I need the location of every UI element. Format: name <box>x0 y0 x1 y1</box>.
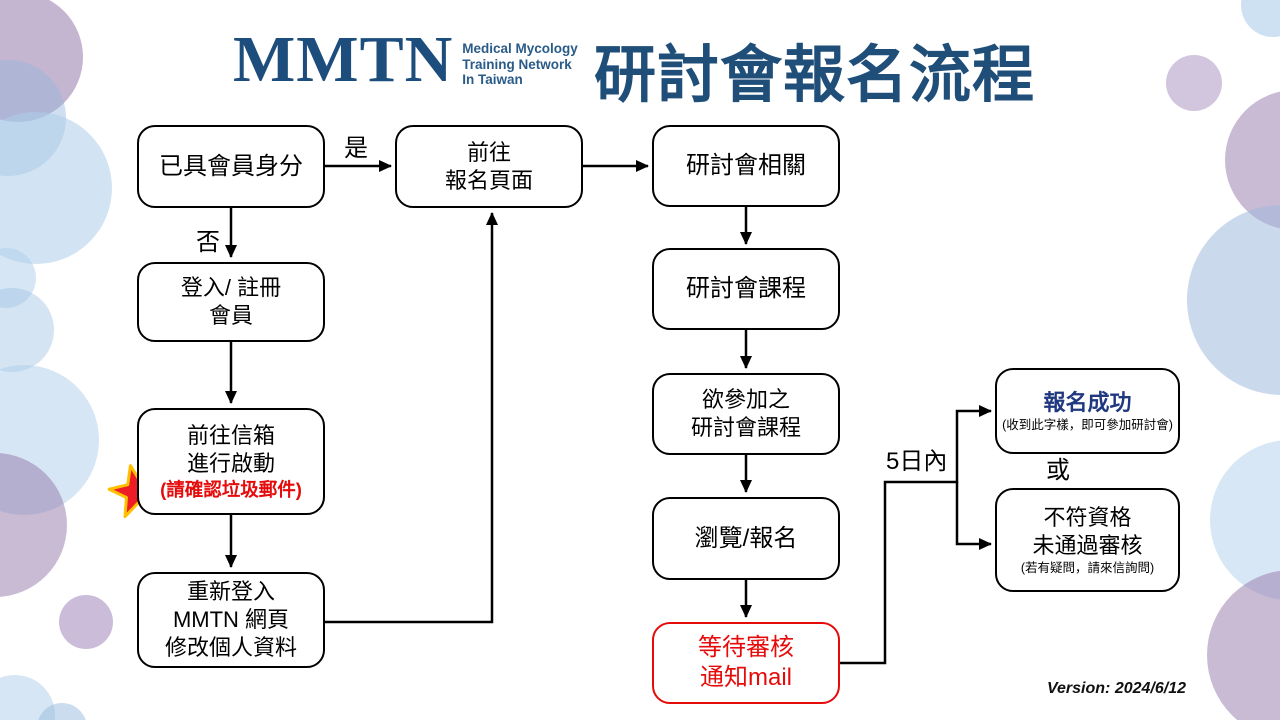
edge-label-yes: 是 <box>344 135 368 162</box>
node-seminar-related: 研討會相關 <box>652 125 840 207</box>
bg-circle <box>0 112 112 264</box>
node-text: MMTN 網頁 <box>172 607 290 632</box>
node-text: 會員 <box>208 303 253 328</box>
logo-subtitle-line: Medical Mycology <box>462 41 578 56</box>
node-text: 未通過審核 <box>1032 532 1143 558</box>
edge-relogin-to-registerpage <box>325 212 498 624</box>
node-relogin: 重新登入 MMTN 網頁 修改個人資料 <box>137 572 325 668</box>
node-note-text: (若有疑問，請來信詢問) <box>1020 560 1155 575</box>
node-text: 已具會員身分 <box>159 152 303 180</box>
node-text: 前往 <box>466 139 511 165</box>
node-text: 報名成功 <box>1043 389 1132 415</box>
node-text: 研討會課程 <box>690 415 801 440</box>
node-text: 等待審核 <box>698 634 794 661</box>
bg-circle <box>1241 0 1280 37</box>
version-label: Version: 2024/6/12 <box>1046 680 1186 697</box>
node-text: 重新登入 <box>186 579 275 604</box>
mmtn-logo: MMTN Medical Mycology Training Network I… <box>233 23 578 96</box>
node-text: 通知mail <box>699 664 792 691</box>
node-wait-review: 等待審核 通知mail <box>652 622 840 704</box>
edge-label-or: 或 <box>1046 457 1070 484</box>
node-success: 報名成功 (收到此字樣，即可參加研討會) <box>995 368 1180 454</box>
node-note-text: (收到此字樣，即可參加研討會) <box>1002 417 1173 432</box>
node-desired-courses: 欲參加之 研討會課程 <box>652 373 840 455</box>
logo-text: MMTN <box>233 23 454 96</box>
node-text: 修改個人資料 <box>164 635 297 660</box>
node-warning-text: (請確認垃圾郵件) <box>160 478 302 500</box>
node-fail: 不符資格 未通過審核 (若有疑問，請來信詢問) <box>995 488 1180 592</box>
node-text: 瀏覽/報名 <box>694 524 798 552</box>
edge-label-within-days: 5日內 <box>886 448 948 475</box>
node-browse-register: 瀏覽/報名 <box>652 497 840 580</box>
bg-circle <box>37 703 87 720</box>
edge-wait-to-fail <box>955 482 992 550</box>
bg-circle <box>1166 55 1222 111</box>
node-text: 不符資格 <box>1043 504 1132 530</box>
logo-subtitle-line: In Taiwan <box>462 72 523 87</box>
bg-circle <box>1187 205 1280 395</box>
edge-label-no: 否 <box>196 229 220 256</box>
node-text: 研討會相關 <box>686 152 806 179</box>
node-text: 登入/ 註冊 <box>180 275 282 300</box>
logo-subtitle-line: Training Network <box>462 56 572 72</box>
bg-circle <box>1207 570 1280 720</box>
node-login-register: 登入/ 註冊 會員 <box>137 262 325 342</box>
node-text: 前往信箱 <box>186 422 275 448</box>
bg-circle <box>0 288 54 372</box>
node-seminar-courses: 研討會課程 <box>652 248 840 330</box>
node-text: 報名頁面 <box>444 167 533 193</box>
page-title: 研討會報名流程 <box>594 41 1036 110</box>
node-text: 研討會課程 <box>686 275 806 302</box>
node-text: 進行啟動 <box>186 450 275 476</box>
logo-subtitle: Medical Mycology Training Network In Tai… <box>462 41 578 88</box>
node-text: 欲參加之 <box>701 387 790 412</box>
bg-circle <box>59 595 113 649</box>
node-go-register-page: 前往 報名頁面 <box>395 125 583 208</box>
node-activate-mail: 前往信箱 進行啟動 (請確認垃圾郵件) <box>137 408 325 515</box>
node-member-check: 已具會員身分 <box>137 125 325 208</box>
